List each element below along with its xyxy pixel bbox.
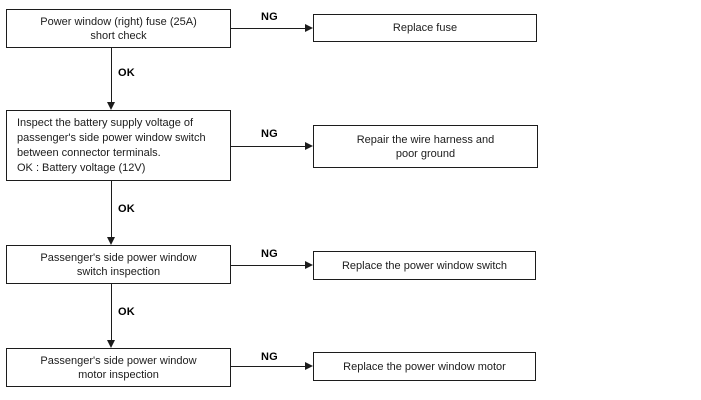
ng-arrowhead-4 <box>305 362 313 370</box>
ng-label-2: NG <box>261 128 278 140</box>
ok-label-3: OK <box>118 306 135 318</box>
ok-label-1: OK <box>118 67 135 79</box>
action-box-replace-fuse-text: Replace fuse <box>392 22 458 34</box>
action-box-replace-motor-text: Replace the power window motor <box>343 360 506 373</box>
action-box-replace-switch: Replace the power window switch <box>313 251 536 280</box>
action-box-replace-fuse: Replace fuse <box>313 14 537 42</box>
step-box-battery-voltage-inspect: Inspect the battery supply voltage of pa… <box>6 110 231 181</box>
ok-arrow-line-1 <box>111 48 112 103</box>
ng-label-1: NG <box>261 11 278 23</box>
ok-arrow-line-2 <box>111 181 112 237</box>
ng-label-4: NG <box>261 351 278 363</box>
step-box-switch-inspection-text: Passenger's side power window switch ins… <box>40 251 197 278</box>
ng-arrowhead-2 <box>305 142 313 150</box>
ng-arrow-line-3 <box>231 265 306 266</box>
ng-arrowhead-3 <box>305 261 313 269</box>
ng-arrow-line-2 <box>231 146 306 147</box>
step-box-switch-inspection: Passenger's side power window switch ins… <box>6 245 231 284</box>
action-box-replace-switch-text: Replace the power window switch <box>341 259 508 272</box>
ok-arrowhead-3 <box>107 340 115 348</box>
step-box-fuse-short-check-text: Power window (right) fuse (25A) short ch… <box>40 15 197 42</box>
ok-label-2: OK <box>118 203 135 215</box>
ng-label-3: NG <box>261 248 278 260</box>
ok-arrow-line-3 <box>111 284 112 340</box>
action-box-repair-harness: Repair the wire harness and poor ground <box>313 125 538 168</box>
step-box-battery-voltage-inspect-text: Inspect the battery supply voltage of pa… <box>17 116 206 174</box>
ok-arrowhead-2 <box>107 237 115 245</box>
action-box-replace-motor: Replace the power window motor <box>313 352 536 381</box>
ng-arrow-line-4 <box>231 366 306 367</box>
ng-arrow-line-1 <box>231 28 306 29</box>
ok-arrowhead-1 <box>107 102 115 110</box>
step-box-motor-inspection: Passenger's side power window motor insp… <box>6 348 231 387</box>
step-box-motor-inspection-text: Passenger's side power window motor insp… <box>40 354 197 381</box>
step-box-fuse-short-check: Power window (right) fuse (25A) short ch… <box>6 9 231 48</box>
action-box-repair-harness-text: Repair the wire harness and poor ground <box>356 133 495 160</box>
ng-arrowhead-1 <box>305 24 313 32</box>
